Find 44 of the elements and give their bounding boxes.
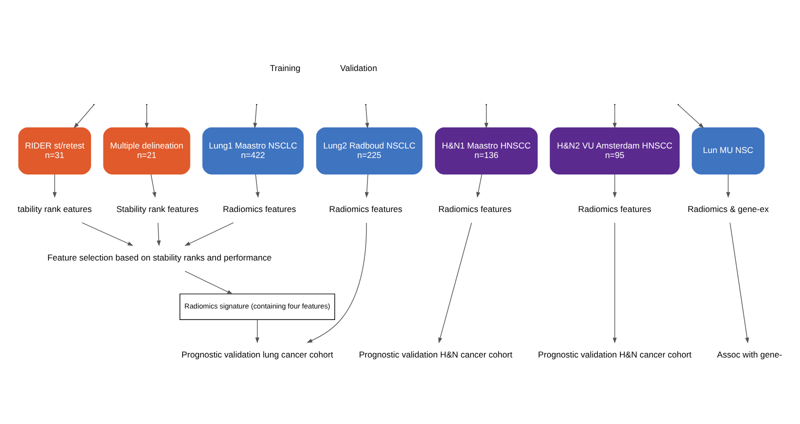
node-text: Prognostic validation H&N cancer cohort	[358, 350, 512, 360]
arrow	[438, 222, 472, 344]
node-text: Radiomics features	[329, 204, 402, 214]
node-text: Radiomics & gene-ex	[688, 204, 769, 214]
node-text: Assoc with gene-	[717, 350, 782, 360]
node-text: Radiomics features	[578, 204, 652, 214]
arrow	[726, 174, 730, 198]
node-text: tability rank eatures	[18, 204, 92, 214]
arrow	[184, 270, 233, 294]
arrow	[144, 104, 149, 129]
node-box: Multiple delineation n=21	[103, 127, 190, 174]
node-box: Lun MU NSC	[692, 127, 765, 174]
arrow	[306, 222, 367, 343]
node-text: Stability rank features	[116, 204, 199, 214]
node-text: Feature selection based on stability ranks and performance	[47, 252, 272, 262]
node-box: Lung1 Maastro NSCLC n=422	[202, 127, 304, 174]
arrow	[364, 174, 369, 198]
arrow	[365, 104, 370, 129]
arrow	[476, 174, 482, 198]
arrow	[82, 222, 134, 246]
label: Validation	[340, 62, 378, 73]
arrow	[184, 222, 234, 246]
arrow	[612, 222, 617, 344]
label: Training	[270, 62, 300, 73]
arrow	[612, 174, 617, 198]
arrow	[730, 222, 750, 344]
node-text: Radiomics features	[222, 204, 296, 214]
node-text: Radiomics features	[438, 204, 512, 214]
node-box: H&N2 VU Amsterdam HNSCC n=95	[550, 127, 680, 174]
node-box: RIDER st/retest n=31	[18, 127, 92, 174]
arrow	[156, 222, 161, 246]
arrow	[74, 104, 94, 128]
node-box: H&N1 Maastro HNSCC n=136	[434, 127, 538, 174]
arrow	[678, 104, 704, 128]
arrow	[612, 104, 617, 129]
arrow	[484, 104, 488, 129]
arrow	[253, 104, 258, 129]
node-text: Prognostic validation lung cancer cohort	[182, 350, 334, 360]
node-box: Lung2 Radboud NSCLC n=225	[316, 127, 422, 174]
arrow	[255, 174, 260, 198]
arrow	[52, 174, 57, 198]
arrow	[150, 174, 156, 198]
node-text: Prognostic validation H&N cancer cohort	[538, 350, 692, 360]
arrow	[255, 320, 260, 344]
